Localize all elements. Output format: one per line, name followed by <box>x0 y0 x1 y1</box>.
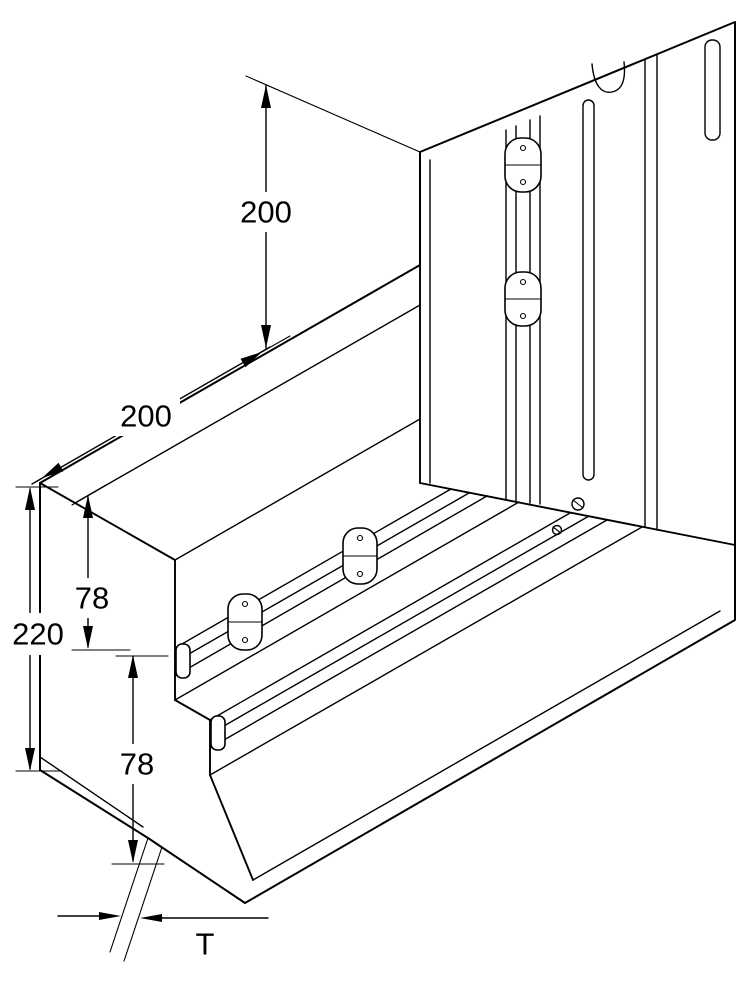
dimension-200-diagonal: 200 <box>31 346 271 485</box>
dimension-label-vertical-arm: 200 <box>240 195 292 230</box>
horizontal-arm-details <box>39 304 721 881</box>
dimension-78-lower: 78 <box>110 655 169 865</box>
top-notch <box>591 61 626 93</box>
horizontal-rail-upper <box>174 488 488 677</box>
rail-end-profile <box>210 715 226 751</box>
dimension-label-upper-compartment: 78 <box>75 581 109 616</box>
fixing-slot <box>704 39 721 141</box>
dimension-label-diagonal-arm: 200 <box>120 399 172 434</box>
dimension-78-upper: 78 <box>70 484 131 651</box>
dimension-label-profile-width: 220 <box>12 617 64 652</box>
cable-clip <box>504 271 542 327</box>
dimension-220: 220 <box>8 486 68 772</box>
open-end-cross-section <box>39 482 254 881</box>
screw-icon <box>551 497 585 536</box>
dimension-label-wall-thickness: T <box>196 927 215 962</box>
horizontal-rail-lower <box>209 512 608 749</box>
rail-end-profile <box>175 643 191 679</box>
vertical-arm-details <box>419 39 736 546</box>
dimension-wall-thickness: T <box>57 837 269 964</box>
dimension-200-vertical: 200 <box>232 75 421 363</box>
cable-clip <box>504 137 542 193</box>
vertical-groove-slot <box>582 99 595 481</box>
cable-clip <box>342 527 378 585</box>
cable-clip <box>227 593 263 651</box>
dimension-label-lower-compartment: 78 <box>120 747 154 782</box>
